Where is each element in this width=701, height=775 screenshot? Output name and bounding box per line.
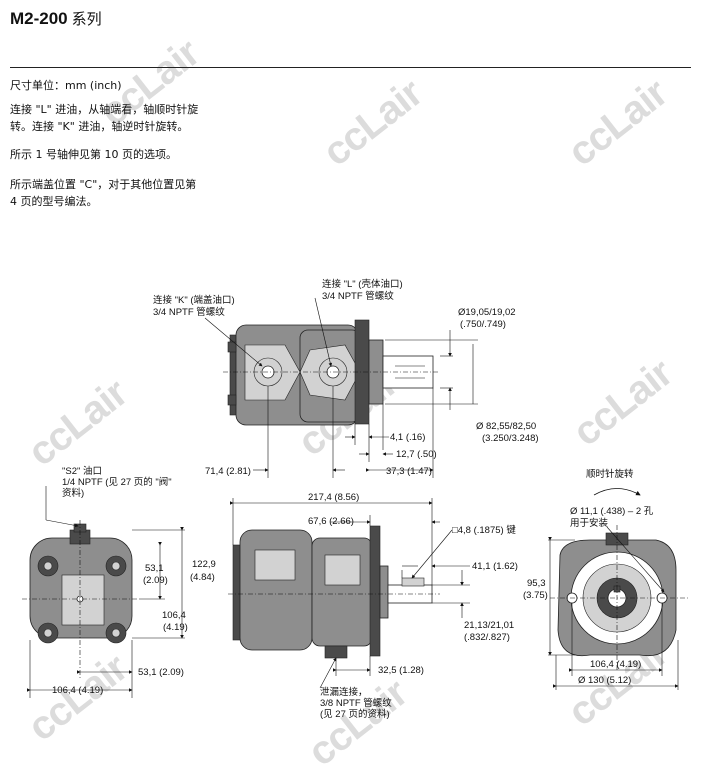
key-label: □4,8 (.1875) 键 xyxy=(452,524,516,536)
drain-thread: 3/8 NPTF 管螺纹 xyxy=(320,697,392,709)
pilot-diameter-mm: Ø 82,55/82,50 xyxy=(476,421,536,432)
technical-drawing: 连接 "K" (端盖油口) 3/4 NPTF 管螺纹 连接 "L" (壳体油口)… xyxy=(22,278,690,720)
s2-port-label: "S2" 油口 xyxy=(62,465,102,477)
dim-67-6: 67,6 (2.66) xyxy=(308,516,354,527)
shaft-diameter-in: (.750/.749) xyxy=(460,319,506,330)
dim-41-1: 41,1 (1.62) xyxy=(472,561,518,572)
dim-21-13-in: (.832/.827) xyxy=(464,632,510,643)
side-view: 217,4 (8.56) 67,6 (2.66) □4,8 (.1875) 键 … xyxy=(228,492,518,720)
port-k-thread: 3/4 NPTF 管螺纹 xyxy=(153,306,225,318)
cover-note: 所示端盖位置 "C"，对于其他位置见第 4 页的型号编法。 xyxy=(10,176,240,210)
dim-53-1-v: 53,1 xyxy=(145,563,164,574)
port-l-thread: 3/4 NPTF 管螺纹 xyxy=(322,290,394,302)
drain-label: 泄漏连接， xyxy=(320,686,368,698)
pilot-diameter-in: (3.250/3.248) xyxy=(482,433,539,444)
units-note: 尺寸单位：mm (inch) xyxy=(10,79,122,92)
dim-32-5: 32,5 (1.28) xyxy=(378,665,424,676)
rotation-note-line: 转。连接 "K" 进油，轴逆时针旋转。 xyxy=(10,120,189,133)
dim-95-3-in: (3.75) xyxy=(523,590,548,601)
dim-37-3: 37,3 (1.47) xyxy=(386,466,432,477)
shaft-diameter-mm: Ø19,05/19,02 xyxy=(458,307,516,318)
cover-note-line: 所示端盖位置 "C"，对于其他位置见第 xyxy=(10,178,197,191)
left-view: "S2" 油口 1/4 NPTF (见 27 页的 "阀" 资料) 53,1 (… xyxy=(22,465,216,698)
drain-ref: (见 27 页的资料) xyxy=(320,708,390,720)
dim-53-1-v-in: (2.09) xyxy=(143,575,168,586)
rotation-note: 连接 "L" 进油，从轴端看，轴顺时针旋 转。连接 "K" 进油，轴逆时针旋转。 xyxy=(10,101,240,135)
dim-130: Ø 130 (5.12) xyxy=(578,675,631,686)
dim-122-9: 122,9 xyxy=(192,559,216,570)
port-k-label: 连接 "K" (端盖油口) xyxy=(153,294,235,306)
dim-53-1-h: 53,1 (2.09) xyxy=(138,667,184,678)
dim-106-4-v-in: (4.19) xyxy=(163,622,188,633)
model-name: M2-200 xyxy=(10,9,68,28)
rotation-note-line: 连接 "L" 进油，从轴端看，轴顺时针旋 xyxy=(10,103,199,116)
dim-12-7: 12,7 (.50) xyxy=(396,449,437,460)
top-view: 连接 "K" (端盖油口) 3/4 NPTF 管螺纹 连接 "L" (壳体油口)… xyxy=(153,278,539,478)
port-l-label: 连接 "L" (壳体油口) xyxy=(322,278,403,290)
rotation-label: 顺时针旋转 xyxy=(586,468,634,480)
dim-4-1: 4,1 (.16) xyxy=(390,432,425,443)
dim-71-4: 71,4 (2.81) xyxy=(205,466,251,477)
dim-106-4-r: 106,4 (4.19) xyxy=(590,659,641,670)
shaft-note: 所示 1 号轴伸见第 10 页的选项。 xyxy=(10,148,177,161)
dim-95-3: 95,3 xyxy=(527,578,546,589)
dim-217-4: 217,4 (8.56) xyxy=(308,492,359,503)
s2-port-thread: 1/4 NPTF (见 27 页的 "阀" xyxy=(62,476,172,488)
right-view: 顺时针旋转 Ø 11,1 (.438) – 2 孔 用于安装 95,3 (3.7… xyxy=(523,468,690,690)
cover-note-line: 4 页的型号编法。 xyxy=(10,195,98,208)
mount-hole-label: Ø 11,1 (.438) – 2 孔 xyxy=(570,506,654,517)
header-rule xyxy=(10,67,691,68)
dim-106-4-v: 106,4 xyxy=(162,610,186,621)
s2-port-ref: 资料) xyxy=(62,487,84,499)
dim-122-9-in: (4.84) xyxy=(190,572,215,583)
series-label: 系列 xyxy=(71,10,102,28)
mount-hole-note: 用于安装 xyxy=(570,517,609,529)
dim-106-4-h: 106,4 (4.19) xyxy=(52,685,103,696)
dim-21-13: 21,13/21,01 xyxy=(464,620,514,631)
